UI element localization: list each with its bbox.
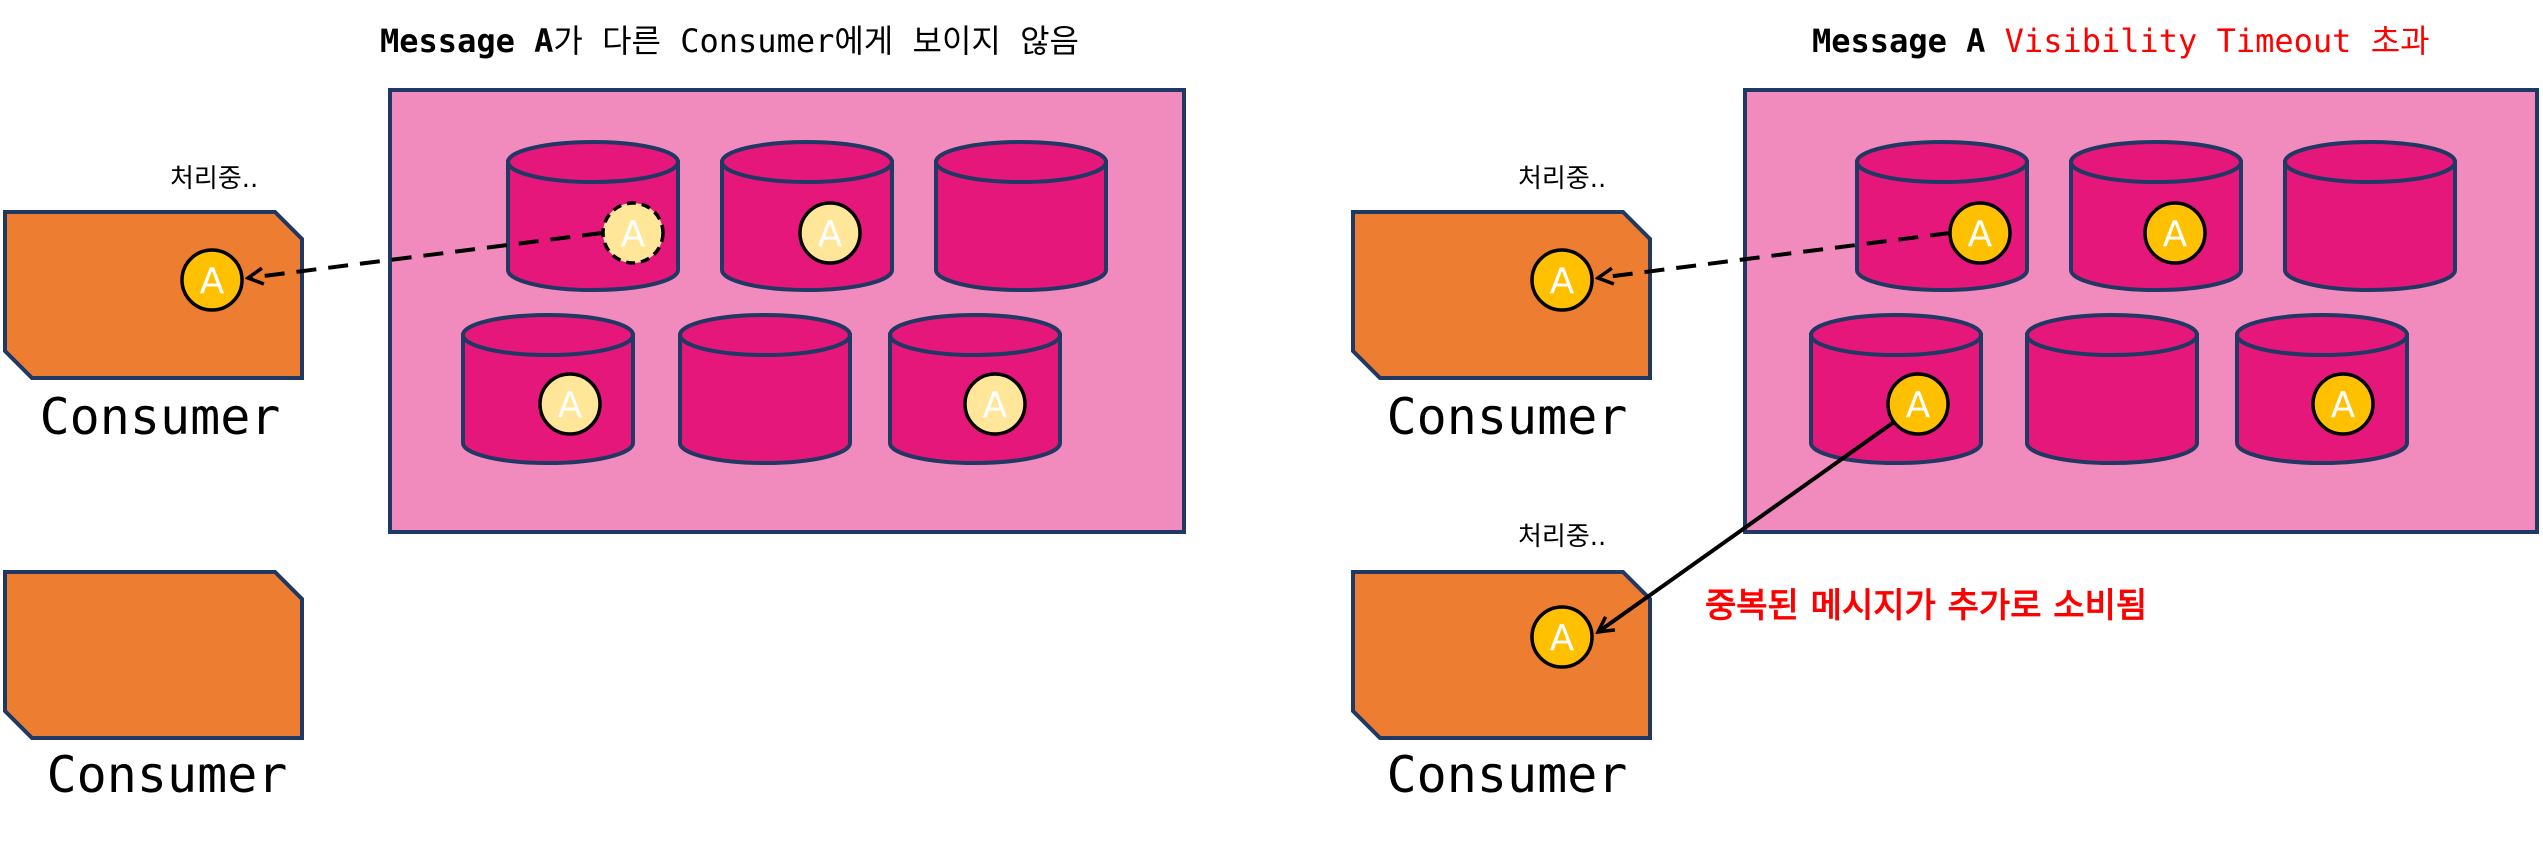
right-partition	[2025, 313, 2199, 465]
right-message: A	[2143, 201, 2207, 265]
right-panel: Message A Visibility Timeout 초과	[1351, 22, 2539, 804]
right-consumer-1-message: A	[1530, 248, 1594, 312]
right-consumer-2-message: A	[1530, 605, 1594, 669]
svg-text:A: A	[983, 385, 1008, 426]
left-title-rest: 가 다른 Consumer에게 보이지 않음	[553, 22, 1079, 60]
left-consumer-1-message: A	[180, 248, 244, 312]
svg-text:A: A	[200, 261, 225, 302]
right-title-timeout: Visibility Timeout 초과	[2005, 22, 2430, 60]
right-processing-label-2: 처리중..	[1518, 522, 1606, 552]
svg-text:A: A	[558, 385, 583, 426]
right-consumer-2	[1351, 570, 1652, 740]
left-message-hidden: A	[963, 372, 1027, 436]
right-receive-arrow	[1598, 231, 1951, 278]
left-message-hidden: A	[538, 372, 602, 436]
svg-text:A: A	[1550, 618, 1575, 659]
right-message: A	[1886, 372, 1950, 436]
left-consumer-2	[3, 570, 304, 740]
svg-text:A: A	[818, 214, 843, 255]
right-message: A	[2311, 372, 2375, 436]
left-consumer-1	[3, 210, 304, 380]
right-title-message: Message A	[1812, 22, 2005, 60]
svg-text:A: A	[2331, 385, 2356, 426]
left-processing-label: 처리중..	[170, 164, 258, 194]
svg-text:A: A	[1968, 214, 1993, 255]
right-duplicate-arrow	[1598, 420, 1896, 632]
left-consumer-2-label: Consumer	[47, 746, 288, 804]
left-title-message: Message A	[380, 22, 553, 60]
right-consumer-1-label: Consumer	[1387, 388, 1628, 446]
right-message: A	[1948, 201, 2012, 265]
left-consumer-1-label: Consumer	[40, 388, 281, 446]
svg-text:A: A	[621, 214, 646, 255]
svg-text:A: A	[2163, 214, 2188, 255]
left-panel: Message A가 다른 Consumer에게 보이지 않음	[3, 22, 1186, 804]
left-partition	[678, 313, 852, 465]
svg-text:A: A	[1550, 261, 1575, 302]
left-receive-arrow	[248, 231, 603, 278]
left-message-in-flight: A	[601, 201, 665, 265]
right-duplicate-note: 중복된 메시지가 추가로 소비됨	[1705, 586, 2147, 626]
svg-text:A: A	[1906, 385, 1931, 426]
left-title: Message A가 다른 Consumer에게 보이지 않음	[380, 22, 1079, 60]
right-processing-label-1: 처리중..	[1518, 164, 1606, 194]
right-partition	[2283, 140, 2457, 292]
right-title: Message A Visibility Timeout 초과	[1812, 22, 2430, 60]
left-message-hidden: A	[798, 201, 862, 265]
right-consumer-2-label: Consumer	[1387, 746, 1628, 804]
right-consumer-1	[1351, 210, 1652, 380]
left-partition	[934, 140, 1108, 292]
